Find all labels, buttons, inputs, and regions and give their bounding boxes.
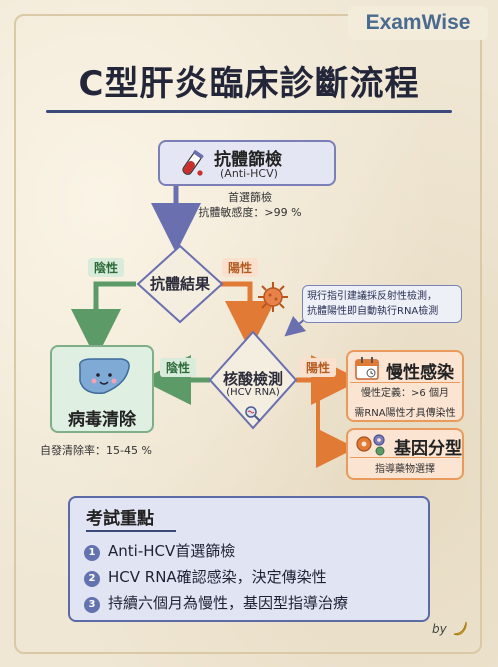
key-point-text: 持續六個月為慢性，基因型指導治療: [108, 594, 349, 612]
viral-clearance-label: 病毒清除: [68, 410, 136, 430]
signature-text: by: [432, 622, 447, 636]
screening-note-line2: 抗體敏感度：>99 %: [198, 206, 302, 219]
rna-test-diamond: 核酸檢測 (HCV RNA): [208, 330, 298, 430]
key-points-title: 考試重點: [86, 509, 154, 529]
chronic-infection-title: 慢性感染: [386, 363, 454, 383]
key-points-underline: [86, 530, 176, 532]
calendar-icon: [355, 357, 379, 380]
chronic-infection-box: 慢性感染 慢性定義：>6 個月: [346, 350, 464, 422]
gears-icon: [356, 434, 385, 456]
genotyping-subtitle: 指導藥物選擇: [375, 464, 435, 475]
arrow-ab-positive: [220, 281, 275, 351]
screening-note-line1: 首選篩檢: [228, 191, 272, 204]
key-point-text: HCV RNA確認感染，決定傳染性: [108, 568, 327, 586]
diamond-shape: [208, 330, 298, 430]
blood-tube-icon: [182, 150, 204, 176]
chronic-divider: [350, 382, 460, 383]
chronic-definition: 慢性定義：>6 個月: [361, 388, 449, 399]
viral-clearance-note: 自發清除率：15-45 %: [40, 444, 152, 457]
antibody-negative-tag: 陰性: [88, 258, 125, 277]
virus-icon: [258, 282, 288, 312]
viral-clearance-box: 病毒清除: [50, 345, 154, 433]
screening-note: 首選篩檢 抗體敏感度：>99 %: [180, 190, 320, 220]
reflex-note-line1: 現行指引建議採反射性檢測，: [307, 291, 437, 302]
rna-positive-tag: 陽性: [300, 358, 337, 377]
key-point-item: 2 HCV RNA確認感染，決定傳染性: [84, 566, 327, 587]
genotyping-divider: [350, 457, 460, 458]
reflex-note-line2: 抗體陽性即自動執行RNA檢測: [307, 306, 439, 317]
antibody-positive-tag: 陽性: [222, 258, 259, 277]
magnifier-icon: [245, 406, 261, 422]
banana-icon: [453, 621, 467, 636]
page-frame: [14, 14, 482, 654]
liver-icon: [79, 358, 130, 394]
rna-test-sub: (HCV RNA): [226, 387, 280, 398]
antibody-result-label: 抗體結果: [149, 275, 210, 293]
screening-subtitle: (Anti-HCV): [220, 167, 278, 180]
rna-test-label: 核酸檢測: [222, 370, 283, 388]
genotyping-title: 基因分型: [394, 439, 462, 459]
key-point-item: 1 Anti-HCV首選篩檢: [84, 540, 235, 561]
genotyping-box: 基因分型 指導藥物選擇: [346, 428, 464, 480]
reflex-testing-note: 現行指引建議採反射性檢測， 抗體陽性即自動執行RNA檢測: [302, 285, 462, 323]
key-point-number: 1: [84, 545, 100, 561]
page-title: C型肝炎臨床診斷流程: [78, 64, 420, 104]
key-point-number: 3: [84, 597, 100, 613]
arrow-rna-genotype: [316, 380, 356, 468]
key-point-text: Anti-HCV首選篩檢: [108, 542, 236, 560]
rna-negative-tag: 陰性: [160, 358, 197, 377]
key-point-item: 3 持續六個月為慢性，基因型指導治療: [84, 592, 348, 613]
screening-title: 抗體篩檢: [214, 150, 282, 170]
key-point-number: 2: [84, 571, 100, 587]
arrow-ab-negative: [71, 281, 136, 359]
screening-box: 抗體篩檢 (Anti-HCV): [158, 140, 336, 186]
brand-logo: ExamWise: [348, 6, 488, 40]
title-underline: [46, 110, 452, 113]
chronic-infection-note: 需RNA陽性才具傳染性: [354, 408, 456, 419]
antibody-result-diamond: 抗體結果: [136, 244, 224, 324]
diamond-shape: [136, 244, 224, 324]
